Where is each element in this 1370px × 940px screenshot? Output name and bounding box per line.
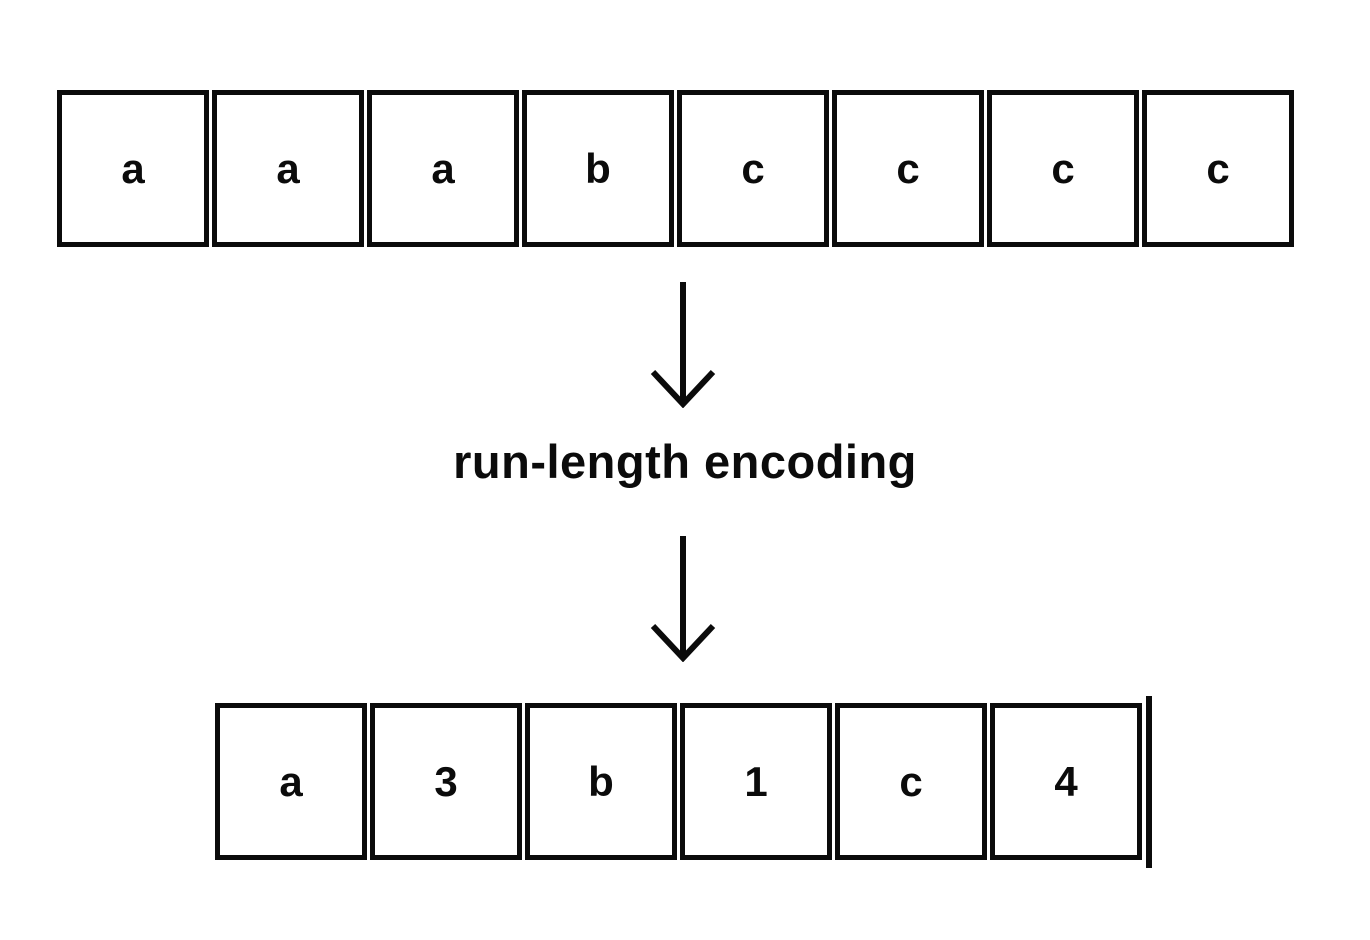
input-cell: c (1142, 90, 1294, 247)
input-sequence: a a a b c c c c (57, 90, 1294, 247)
output-row-end-stroke (1146, 696, 1152, 868)
input-cell: b (522, 90, 674, 247)
input-cell: a (212, 90, 364, 247)
output-cell: a (215, 703, 367, 860)
input-cell: a (367, 90, 519, 247)
output-sequence: a 3 b 1 c 4 (215, 703, 1142, 860)
output-cell: 1 (680, 703, 832, 860)
process-label: run-length encoding (453, 435, 917, 488)
output-cell: b (525, 703, 677, 860)
output-cell: 4 (990, 703, 1142, 860)
input-cell: c (677, 90, 829, 247)
output-cell: 3 (370, 703, 522, 860)
input-cell: c (832, 90, 984, 247)
down-arrow-icon (643, 534, 723, 662)
input-cell: c (987, 90, 1139, 247)
down-arrow-icon (643, 280, 723, 408)
output-cell: c (835, 703, 987, 860)
input-cell: a (57, 90, 209, 247)
